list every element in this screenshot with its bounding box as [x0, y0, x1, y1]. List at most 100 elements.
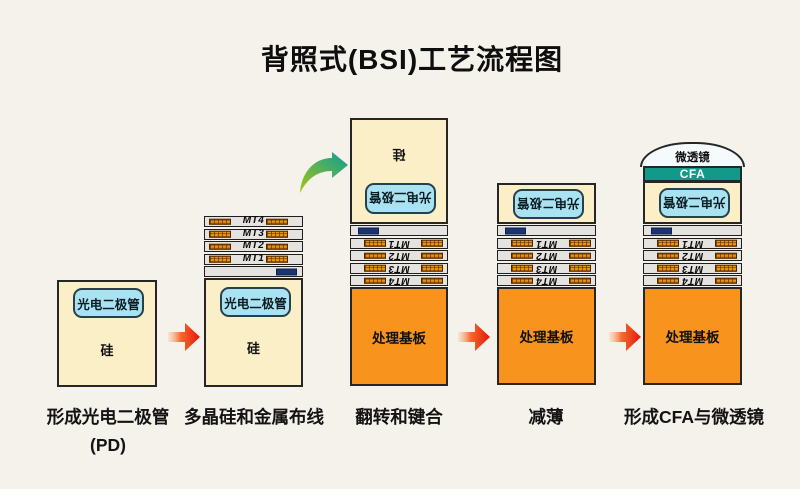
flip-arrow	[297, 146, 349, 198]
stage2-caption: 多晶硅和金属布线	[169, 403, 339, 431]
stage4-caption: 减薄	[461, 403, 631, 431]
stage5-handle-substrate: 处理基板	[643, 287, 742, 385]
metal-row-mt2: MT2	[350, 250, 448, 261]
metal-block-icon	[266, 255, 288, 263]
metal-row-mt3: MT3	[643, 262, 742, 274]
metal-block-icon	[364, 277, 386, 284]
photodiode-label: 光电二极管	[224, 296, 287, 311]
photodiode-label: 光电二极管	[663, 194, 726, 209]
metal-row-mt3: MT3	[497, 262, 596, 274]
mt2-label: MT2	[242, 240, 265, 251]
metal-block-icon	[657, 252, 679, 259]
photodiode-label: 光电二极管	[517, 195, 580, 210]
metal-block-icon	[421, 277, 443, 284]
caption-line: 多晶硅和金属布线	[184, 407, 324, 427]
step-arrow-2	[458, 320, 492, 354]
stage3-photodiode-box: 光电二极管	[365, 183, 436, 214]
stage5-caption: 形成CFA与微透镜	[609, 403, 779, 431]
metal-row-mt2: MT2	[497, 250, 596, 261]
metal-block-icon	[511, 264, 533, 272]
metal-block-icon	[657, 277, 679, 284]
contact-pad-icon	[276, 268, 297, 275]
metal-block-icon	[421, 252, 443, 259]
caption-line: (PD)	[90, 435, 126, 456]
metal-block-icon	[715, 239, 737, 247]
stage1-silicon-box: 光电二极管 硅	[57, 280, 157, 387]
contact-row	[497, 225, 596, 236]
stage3-metal-stack-flipped: MT1 MT2 MT3 MT4	[350, 225, 448, 288]
metal-block-icon	[266, 243, 288, 250]
red-right-arrow-icon	[458, 323, 490, 351]
stage5-thinned-silicon-box: 光电二极管	[643, 181, 742, 224]
step-arrow-3	[609, 320, 643, 354]
green-curved-flip-arrow-icon	[300, 152, 348, 193]
metal-block-icon	[209, 243, 231, 250]
caption-line: 减薄	[528, 407, 564, 427]
stage2-silicon-box: 光电二极管 硅	[204, 278, 303, 387]
caption-line: 形成光电二极管	[46, 407, 170, 427]
photodiode-label: 光电二极管	[369, 190, 432, 204]
metal-block-icon	[657, 239, 679, 247]
stage4-handle-substrate: 处理基板	[497, 287, 596, 385]
stage1-photodiode-box: 光电二极管	[73, 288, 144, 318]
metal-block-icon	[364, 239, 386, 247]
stage5-photodiode-box: 光电二极管	[659, 188, 730, 218]
metal-row-mt3: MT3	[204, 227, 303, 240]
metal-block-icon	[364, 252, 386, 259]
mt4-label: MT4	[242, 215, 265, 226]
red-right-arrow-icon	[609, 323, 641, 351]
metal-block-icon	[266, 218, 288, 225]
metal-block-icon	[569, 264, 591, 272]
metal-row-mt1: MT1	[497, 237, 596, 249]
stage3-silicon-box-flipped: 硅 光电二极管	[350, 118, 448, 224]
metal-row-mt4: MT4	[350, 275, 448, 286]
metal-row-mt1: MT1	[204, 253, 303, 265]
metal-row-mt1: MT1	[350, 237, 448, 249]
metal-row-mt1: MT1	[643, 237, 742, 249]
contact-row	[643, 225, 742, 236]
substrate-label: 处理基板	[372, 330, 426, 346]
metal-block-icon	[569, 252, 591, 259]
stage1-caption: 形成光电二极管 (PD)	[23, 403, 193, 460]
stage4-photodiode-box: 光电二极管	[513, 189, 584, 219]
metal-block-icon	[209, 218, 231, 225]
metal-block-icon	[511, 277, 533, 284]
stage5-microlens-dome: 微透镜	[640, 142, 745, 167]
metal-block-icon	[715, 264, 737, 272]
mt3-label: MT3	[242, 227, 265, 239]
stage3-handle-substrate: 处理基板	[350, 287, 448, 386]
contact-pad-icon	[358, 227, 379, 234]
stage1-silicon-label: 硅	[100, 343, 114, 358]
metal-block-icon	[511, 252, 533, 259]
metal-block-icon	[715, 252, 737, 259]
stage2-silicon-label: 硅	[246, 341, 260, 356]
metal-block-icon	[569, 277, 591, 284]
contact-pad-icon	[651, 227, 672, 234]
metal-row-mt4: MT4	[497, 275, 596, 286]
metal-block-icon	[569, 239, 591, 247]
metal-block-icon	[657, 264, 679, 272]
contact-pad-icon	[505, 227, 526, 234]
cfa-label: CFA	[679, 167, 706, 181]
microlens-label: 微透镜	[675, 152, 710, 164]
metal-block-icon	[209, 255, 231, 263]
metal-block-icon	[421, 264, 443, 272]
metal-row-mt4: MT4	[204, 216, 303, 227]
photodiode-label: 光电二极管	[77, 297, 140, 312]
metal-block-icon	[266, 230, 288, 238]
metal-row-mt4: MT4	[643, 275, 742, 286]
red-right-arrow-icon	[168, 323, 200, 351]
contact-row	[350, 225, 448, 236]
stage2-metal-stack: MT4 MT3 MT2 MT1	[204, 216, 303, 279]
stage5-metal-stack-flipped: MT1 MT2 MT3 MT4	[643, 225, 742, 288]
caption-line: 翻转和键合	[355, 407, 443, 427]
metal-row-mt3: MT3	[350, 262, 448, 274]
stage5-cfa-bar: CFA	[643, 166, 742, 182]
metal-block-icon	[421, 239, 443, 247]
metal-block-icon	[715, 277, 737, 284]
metal-block-icon	[511, 239, 533, 247]
step-arrow-1	[168, 320, 202, 354]
metal-row-mt2: MT2	[204, 241, 303, 252]
metal-block-icon	[209, 230, 231, 238]
